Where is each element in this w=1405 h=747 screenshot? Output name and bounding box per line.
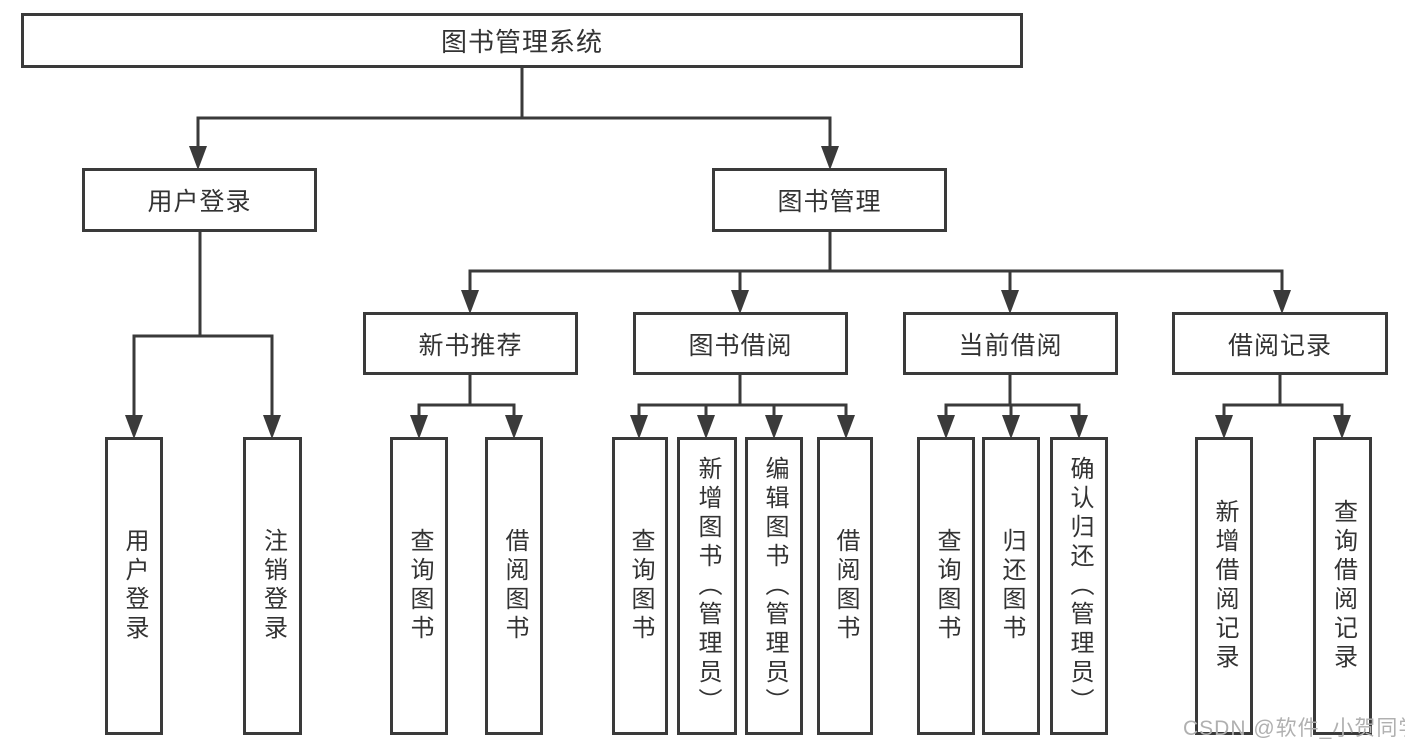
leaf-recommend-borrow-books: 借阅图书: [485, 437, 543, 735]
leaf-query-borrow-record: 查询借阅记录: [1313, 437, 1372, 735]
leaf-add-borrow-record: 新增借阅记录: [1195, 437, 1253, 735]
node-user-login-module: 用户登录: [82, 168, 317, 232]
leaf-current-query-books: 查询图书: [917, 437, 975, 735]
leaf-recommend-query-books: 查询图书: [390, 437, 448, 735]
leaf-return-books: 归还图书: [982, 437, 1040, 735]
leaf-borrowing-query-books: 查询图书: [612, 437, 668, 735]
node-book-management-module: 图书管理: [712, 168, 947, 232]
node-borrowing-records: 借阅记录: [1172, 312, 1388, 375]
csdn-watermark: CSDN @软件_小贺同学: [1183, 717, 1405, 740]
leaf-logout: 注销登录: [243, 437, 302, 735]
node-system-root: 图书管理系统: [21, 13, 1023, 68]
node-new-book-recommend: 新书推荐: [363, 312, 578, 375]
leaf-borrow-books: 借阅图书: [817, 437, 873, 735]
leaf-edit-books-admin: 编辑图书（管理员）: [745, 437, 803, 735]
node-book-borrowing: 图书借阅: [633, 312, 848, 375]
leaf-user-login: 用户登录: [105, 437, 163, 735]
leaf-add-books-admin: 新增图书（管理员）: [677, 437, 737, 735]
node-current-borrowing: 当前借阅: [903, 312, 1118, 375]
leaf-confirm-return-admin: 确认归还（管理员）: [1050, 437, 1108, 735]
